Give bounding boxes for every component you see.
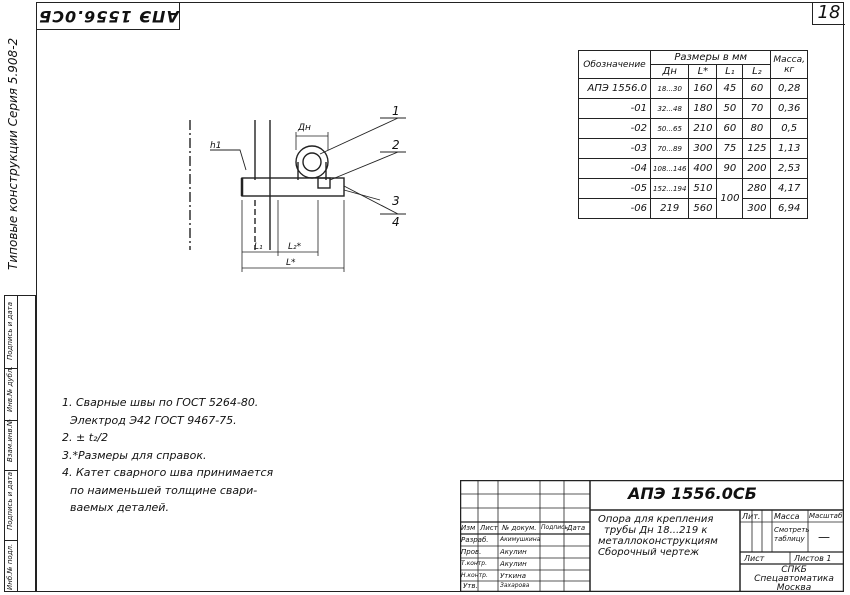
left-col-label-4: Подпись и дата [6,302,14,360]
name-1: Акулин [500,548,527,556]
col-izm: Изм [461,524,476,532]
series-label: Типовые конструкции Серия 5.908-2 [6,37,20,270]
org-block: СПКБ Спецавтоматика Москва [754,565,834,593]
massa-label: Масса [774,512,800,521]
note-line: ваемых деталей. [70,501,169,514]
top-stamp-code: АПЭ 1556.0СБ [37,7,179,26]
title-text: Опора для крепления трубы Дн 18...219 к … [598,514,718,558]
left-columns-box-2 [18,295,36,592]
col-doc: № докум. [502,524,537,532]
dim-l2: L₂* [288,242,302,252]
th-dn: Дн [649,64,690,79]
name-0: Акимушкина [500,536,541,543]
name-4: Уткина [500,572,526,580]
name-5: Захарова [500,582,530,589]
dim-l1: L₁ [254,242,263,252]
sheets-label: Листов 1 [794,554,832,563]
callout-4: 4 [392,215,400,229]
table-row: -04 108...146 400 90 200 2,53 [578,158,808,179]
callout-2: 2 [392,138,400,152]
note-line: 1. Сварные швы по ГОСТ 5264-80. [62,396,259,409]
table-row: -01 32...48 180 50 70 0,36 [578,98,808,119]
th-mass: Масса, кг [770,50,808,79]
col-list: Лист [480,524,498,532]
table-row: -06 219 560 300 6,94 [578,198,808,219]
notes: 1. Сварные швы по ГОСТ 5264-80. Электрод… [62,394,273,517]
left-col-label-0: Инб.№ подл. [6,543,14,590]
scale-dash: — [818,530,830,544]
left-columns-box [4,295,18,592]
spec-table: Обозначение Размеры в мм Масса, кг Дн L*… [578,50,808,219]
role-5: Утв. [463,582,478,590]
table-row: -03 70...89 300 75 125 1,13 [578,138,808,159]
left-col-label-1: Подпись и дата [6,472,14,530]
th-sizes: Размеры в мм [649,50,772,65]
role-2: Т.контр. [461,560,488,567]
left-strip: Типовые конструкции Серия 5.908-2 Инб.№ … [0,0,36,595]
name-2: Акулин [500,560,527,568]
role-0: Разраб. [461,536,489,544]
masshtab-label: Масштаб [809,512,843,520]
dim-l: L* [286,258,296,268]
role-4: Н.контр. [461,572,488,579]
col-date: Дата [567,524,586,532]
top-stamp: АПЭ 1556.0СБ [36,2,180,30]
note-line: по наименьшей толщине свари- [70,483,258,497]
sheet-number: 18 [812,2,845,25]
lit-label: Лит. [742,512,761,521]
note-line: 3.*Размеры для справок. [62,448,207,462]
assembly-drawing: Дн h1 1 2 3 4 L₁ L₂* L* [189,104,406,272]
col-sign: Подпись [541,524,568,531]
scale-value: Смотреть таблицу [774,526,810,543]
callout-1: 1 [392,104,400,118]
table-row: -02 50...65 210 60 80 0,5 [578,118,808,139]
sheet-label: Лист [744,554,765,563]
title-code: АПЭ 1556.0СБ [628,484,757,503]
table-row: -05 152...194 510 100 280 4,17 [578,178,808,219]
note-line: Электрод Э42 ГОСТ 9467-75. [70,413,237,427]
th-l2: L₂ [742,64,772,79]
left-col-label-3: Инв.№ дубл. [6,366,14,412]
weld-label: h1 [210,141,221,151]
left-col-label-2: Взам.инв.№ [6,418,14,462]
th-designation: Обозначение [578,50,651,79]
title-block: АПЭ 1556.0СБ Опора для крепления трубы Д… [460,480,844,593]
note-line: 4. Катет сварного шва принимается [62,466,274,479]
callout-3: 3 [392,194,400,208]
note-line: 2. ± t₂/2 [62,431,109,444]
table-row: АПЭ 1556.0 18...30 160 45 60 0,28 [578,78,808,99]
role-1: Пров. [461,548,482,556]
sheet-frame [36,2,844,592]
dn-label: Дн [297,123,311,133]
th-l1: L₁ [716,64,744,79]
th-l: L* [688,64,718,79]
